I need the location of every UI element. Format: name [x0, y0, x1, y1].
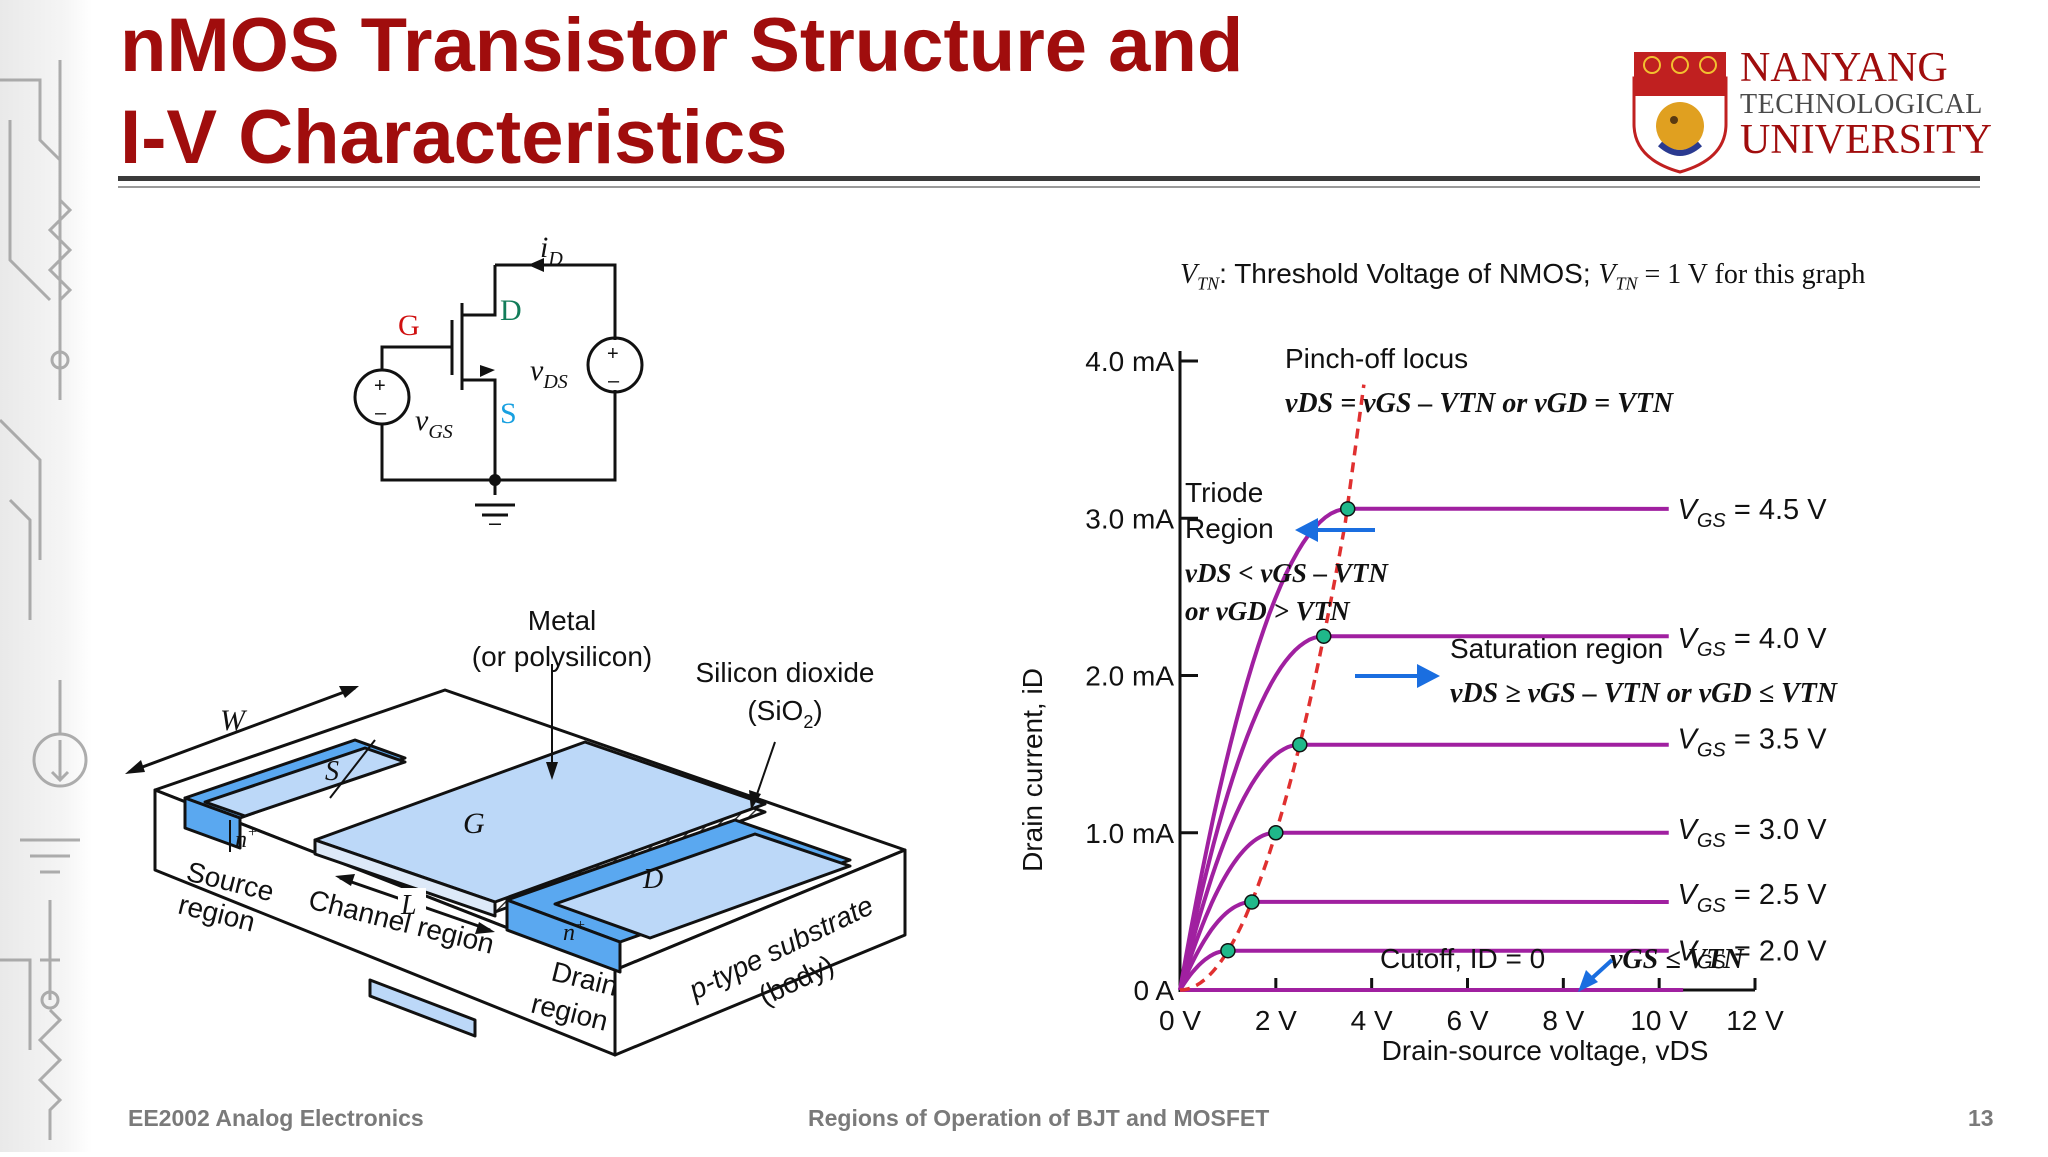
drain-current-curve: [1178, 506, 1669, 991]
crest-icon: [1632, 52, 1728, 174]
x-tick-label: 0 V: [1159, 1005, 1201, 1036]
x-tick-label: 12 V: [1726, 1005, 1784, 1036]
y-tick-label: 4.0 mA: [1085, 346, 1174, 377]
x-axis-label: Drain-source voltage, vDS: [1382, 1035, 1709, 1066]
drain-nplus-label: n+: [563, 917, 586, 946]
source-arrow-icon: [480, 365, 495, 377]
pinch-off-locus: [1179, 384, 1366, 992]
triode-equation-1: vDS < vGS – VTN: [1185, 558, 1389, 588]
curve-label: VGS = 2.0 V: [1678, 936, 1828, 974]
footer-course: EE2002 Analog Electronics: [128, 1105, 424, 1131]
drain-current-curve: [1178, 634, 1669, 991]
current-label: iD: [540, 231, 563, 270]
cutoff-arrowhead-icon: [1578, 970, 1598, 992]
y-axis-label: Drain current, iD: [1017, 668, 1048, 872]
source-terminal-label: S: [500, 397, 517, 430]
nmos-structure-diagram: W S G D n+ n+ L: [125, 664, 907, 1057]
slide-title: nMOS Transistor Structure and I-V Charac…: [120, 0, 1320, 184]
length-label: L: [400, 890, 417, 921]
curve-label: VGS = 4.0 V: [1678, 623, 1828, 661]
header-rule-thin: [118, 186, 1980, 188]
saturation-point: [1244, 894, 1260, 910]
decorative-left-strip: [0, 0, 92, 1152]
vds-minus-sign: –: [608, 370, 620, 392]
x-tick-label: 10 V: [1630, 1005, 1688, 1036]
footer-page-number: 13: [1968, 1105, 1994, 1131]
triode-label-1: Triode: [1185, 477, 1263, 508]
gate-terminal-label: G: [398, 309, 420, 342]
y-tick-label: 3.0 mA: [1085, 503, 1174, 534]
drain-current-curve: [1178, 742, 1669, 991]
saturation-arrowhead-icon: [1417, 664, 1440, 688]
circuit-pattern-icon: [0, 60, 88, 1140]
header-rule: [118, 176, 1980, 181]
logo-line-1: NANYANG: [1740, 45, 1948, 91]
saturation-label: Saturation region: [1450, 633, 1663, 664]
curve-label: VGS = 3.5 V: [1678, 724, 1828, 762]
nmos-circuit-schematic: iD D G S vDS vGS + – + –: [353, 231, 644, 525]
gate-contact-label: G: [463, 807, 485, 840]
triode-equation-2: or vGD > VTN: [1185, 596, 1351, 626]
vgs-plus-sign: +: [374, 375, 386, 397]
x-tick-label: 6 V: [1446, 1005, 1488, 1036]
structure-labels: Metal (or polysilicon) Silicon dioxide (…: [175, 605, 878, 1037]
oxide-label: Silicon dioxide: [696, 657, 875, 688]
triode-label-2: Region: [1185, 513, 1274, 544]
x-tick-label: 8 V: [1542, 1005, 1584, 1036]
iv-characteristics-chart: 0 V 2 V 4 V 6 V 8 V 10 V 12 V 0 A 1.0 mA 2.0 mA 3.…: [1017, 343, 1839, 1066]
y-tick-label: 0 A: [1134, 975, 1175, 1006]
drain-contact-label: D: [642, 864, 663, 895]
vgs-minus-sign: –: [375, 402, 387, 424]
saturation-point: [1220, 942, 1236, 959]
x-tick-label: 2 V: [1255, 1005, 1297, 1036]
curve-label: VGS = 2.5 V: [1678, 879, 1828, 917]
logo-line-2: TECHNOLOGICAL: [1740, 89, 1983, 120]
channel-region-label: Channel region: [306, 884, 498, 960]
width-label: W: [220, 704, 248, 737]
pinch-off-label: Pinch-off locus: [1285, 343, 1468, 374]
threshold-note: VTN: Threshold Voltage of NMOS; VTN = 1 …: [1180, 258, 1866, 294]
source-contact-label: S: [325, 756, 339, 787]
cutoff-arrow: [1588, 958, 1614, 982]
curve-label: VGS = 4.5 V: [1678, 494, 1828, 532]
saturation-point: [1268, 825, 1284, 841]
metal-label: Metal: [528, 605, 596, 636]
saturation-point: [1292, 736, 1308, 753]
polysilicon-label: (or polysilicon): [472, 641, 653, 672]
vds-label: vDS: [530, 354, 568, 393]
saturation-point: [1339, 501, 1356, 517]
vds-plus-sign: +: [607, 343, 619, 365]
cutoff-equation: vGS ≤ VTN: [1610, 944, 1745, 975]
vgs-label: vGS: [415, 404, 453, 443]
drain-current-curve: [1178, 899, 1669, 991]
oxide-formula: (SiO2): [747, 695, 822, 732]
triode-arrowhead-icon: [1295, 518, 1318, 542]
saturation-equation: vDS ≥ vGS – VTN or vGD ≤ VTN: [1450, 678, 1839, 709]
curve-label: VGS = 3.0 V: [1678, 814, 1828, 852]
university-logo: [1630, 44, 1990, 174]
footer-topic: Regions of Operation of BJT and MOSFET: [808, 1105, 1270, 1131]
y-tick-label: 2.0 mA: [1085, 661, 1174, 692]
drain-terminal-label: D: [500, 294, 522, 327]
current-arrow-icon: [528, 258, 544, 272]
logo-line-3: UNIVERSITY: [1740, 117, 1992, 163]
title-line-2: I-V Characteristics: [120, 95, 788, 180]
x-tick-label: 4 V: [1351, 1005, 1393, 1036]
university-name: NANYANG TECHNOLOGICAL UNIVERSITY: [1740, 45, 1992, 163]
title-line-1: nMOS Transistor Structure and: [120, 3, 1244, 88]
y-tick-label: 1.0 mA: [1085, 818, 1174, 849]
saturation-point: [1316, 628, 1332, 644]
source-nplus-label: n+: [235, 824, 258, 853]
drain-current-curve: [1178, 830, 1669, 991]
cutoff-label: Cutoff, ID = 0: [1380, 943, 1545, 974]
pinch-off-equation: vDS = vGS – VTN or vGD = VTN: [1285, 388, 1675, 419]
